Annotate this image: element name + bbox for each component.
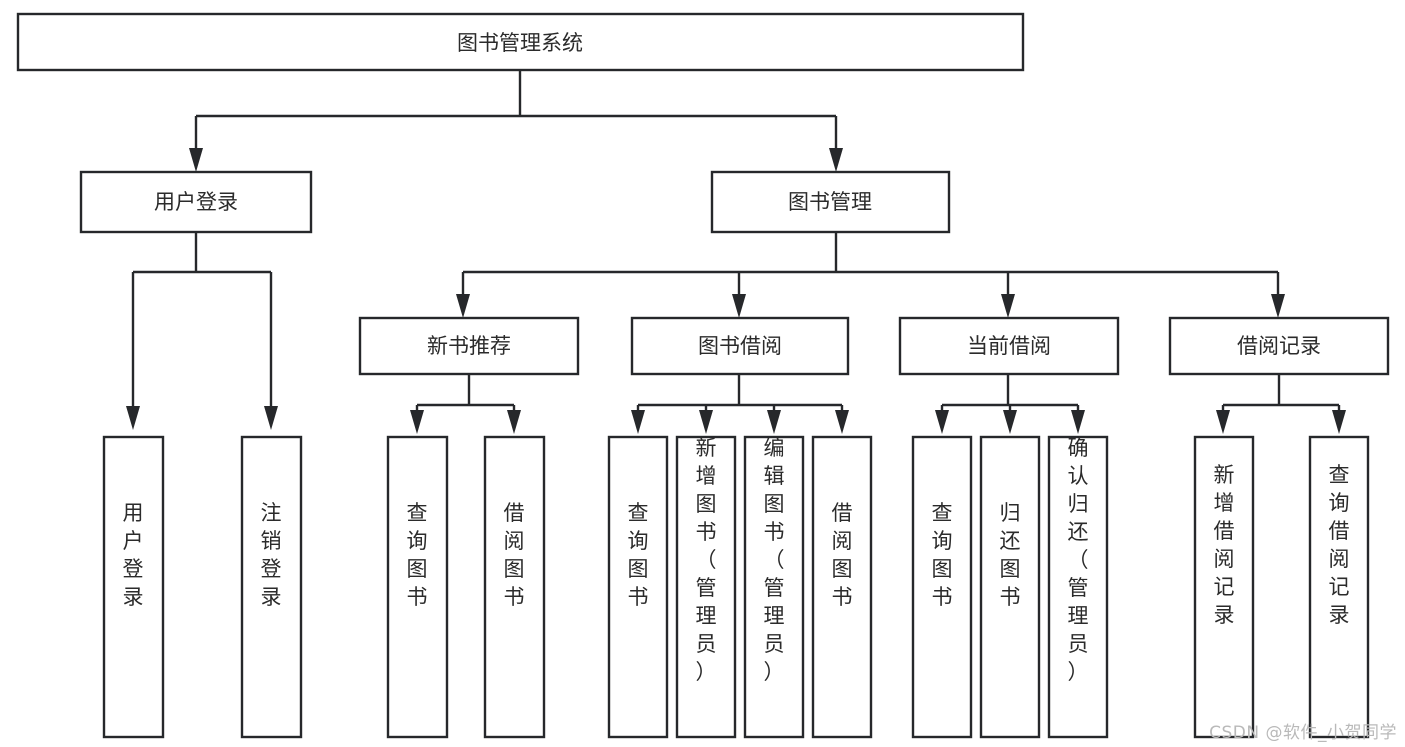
leaf-borrow-book-1-box[interactable] <box>483 435 546 739</box>
leaf-node[interactable]: 归还图书 <box>979 435 1041 739</box>
leaf-borrow-book-1-label: 借阅图书 <box>504 501 525 609</box>
node-borrow-record[interactable]: 借阅记录 <box>1168 316 1390 376</box>
leaf-query-book-3-label: 查询图书 <box>932 501 953 609</box>
leaf-node[interactable]: 编辑图书（管理员） <box>743 435 805 739</box>
node-book-management[interactable]: 图书管理 <box>710 170 951 234</box>
leaf-confirm-return-label: 确认归还（管理员） <box>1068 436 1089 684</box>
node-current-borrow[interactable]: 当前借阅 <box>898 316 1120 376</box>
node-new-book-recommend-box[interactable] <box>358 316 580 376</box>
arrow-user-login-leaf-1-icon <box>126 406 140 430</box>
node-borrow-record-box[interactable] <box>1168 316 1390 376</box>
leaf-query-record-box[interactable] <box>1308 435 1370 739</box>
leaf-user-login-label: 用户登录 <box>123 501 144 609</box>
leaf-user-login-box[interactable] <box>102 435 165 739</box>
node-new-book-recommend[interactable]: 新书推荐 <box>358 316 580 376</box>
edges-group <box>126 70 1346 434</box>
leaf-node[interactable]: 确认归还（管理员） <box>1047 435 1109 739</box>
node-current-borrow-label: 当前借阅 <box>967 334 1051 358</box>
node-new-book-recommend-label: 新书推荐 <box>427 334 511 358</box>
leaf-logout-login-box[interactable] <box>240 435 303 739</box>
leaf-add-record-box[interactable] <box>1193 435 1255 739</box>
leaf-query-book-2-label: 查询图书 <box>628 501 649 609</box>
arrow-bookborrow-leaf-3-icon <box>767 410 781 434</box>
leaf-node[interactable]: 注销登录 <box>240 435 303 739</box>
leaf-node[interactable]: 查询借阅记录 <box>1308 435 1370 739</box>
leaf-borrow-book-2-box[interactable] <box>811 435 873 739</box>
leaf-borrow-book-2-label: 借阅图书 <box>832 501 853 609</box>
node-user-login[interactable]: 用户登录 <box>79 170 313 234</box>
node-borrow-record-label: 借阅记录 <box>1237 334 1321 358</box>
node-book-borrow[interactable]: 图书借阅 <box>630 316 850 376</box>
arrow-bm-current-borrow-icon <box>1001 294 1015 318</box>
leaf-add-record-label: 新增借阅记录 <box>1214 463 1235 627</box>
leaf-query-book-2-box[interactable] <box>607 435 669 739</box>
node-root-label: 图书管理系统 <box>457 31 583 55</box>
leaf-logout-login-label: 注销登录 <box>261 501 282 609</box>
node-root[interactable]: 图书管理系统 <box>16 12 1025 72</box>
leaf-add-book-label: 新增图书（管理员） <box>696 436 717 684</box>
leaf-edit-book-box[interactable] <box>743 435 805 739</box>
arrow-bookborrow-leaf-1-icon <box>631 410 645 434</box>
leaf-node[interactable]: 借阅图书 <box>483 435 546 739</box>
arrow-root-to-user-login-icon <box>189 148 203 172</box>
arrow-currentborrow-leaf-1-icon <box>935 410 949 434</box>
arrow-currentborrow-leaf-3-icon <box>1071 410 1085 434</box>
leaf-add-book-box[interactable] <box>675 435 737 739</box>
leaf-query-book-1-box[interactable] <box>386 435 449 739</box>
node-root-box[interactable] <box>16 12 1025 72</box>
arrow-bm-borrow-record-icon <box>1271 294 1285 318</box>
arrow-bm-new-book-icon <box>456 294 470 318</box>
node-book-management-box[interactable] <box>710 170 951 234</box>
leaf-return-book-box[interactable] <box>979 435 1041 739</box>
leaf-node[interactable]: 借阅图书 <box>811 435 873 739</box>
arrow-borrowrecord-leaf-2-icon <box>1332 410 1346 434</box>
arrow-bookborrow-leaf-2-icon <box>699 410 713 434</box>
leaf-node[interactable]: 新增图书（管理员） <box>675 435 737 739</box>
leaf-node[interactable]: 新增借阅记录 <box>1193 435 1255 739</box>
arrow-user-login-leaf-2-icon <box>264 406 278 430</box>
leaf-node[interactable]: 查询图书 <box>386 435 449 739</box>
leaf-query-book-1-label: 查询图书 <box>407 501 428 609</box>
node-book-management-label: 图书管理 <box>788 190 872 214</box>
arrow-borrowrecord-leaf-1-icon <box>1216 410 1230 434</box>
leaf-confirm-return-box[interactable] <box>1047 435 1109 739</box>
node-book-borrow-box[interactable] <box>630 316 850 376</box>
node-user-login-label: 用户登录 <box>154 190 238 214</box>
leaf-return-book-label: 归还图书 <box>1000 501 1021 609</box>
arrow-currentborrow-leaf-2-icon <box>1003 410 1017 434</box>
leaf-node[interactable]: 用户登录 <box>102 435 165 739</box>
leaf-edit-book-label: 编辑图书（管理员） <box>764 436 785 684</box>
arrow-bm-book-borrow-icon <box>732 294 746 318</box>
leaf-query-book-3-box[interactable] <box>911 435 973 739</box>
node-user-login-box[interactable] <box>79 170 313 234</box>
arrow-root-to-book-management-icon <box>829 148 843 172</box>
arrow-bookborrow-leaf-4-icon <box>835 410 849 434</box>
leaf-node[interactable]: 查询图书 <box>911 435 973 739</box>
leaf-query-record-label: 查询借阅记录 <box>1329 463 1350 627</box>
leaf-node[interactable]: 查询图书 <box>607 435 669 739</box>
node-current-borrow-box[interactable] <box>898 316 1120 376</box>
arrow-newbook-leaf-2-icon <box>507 410 521 434</box>
node-book-borrow-label: 图书借阅 <box>698 334 782 358</box>
arrow-newbook-leaf-1-icon <box>410 410 424 434</box>
